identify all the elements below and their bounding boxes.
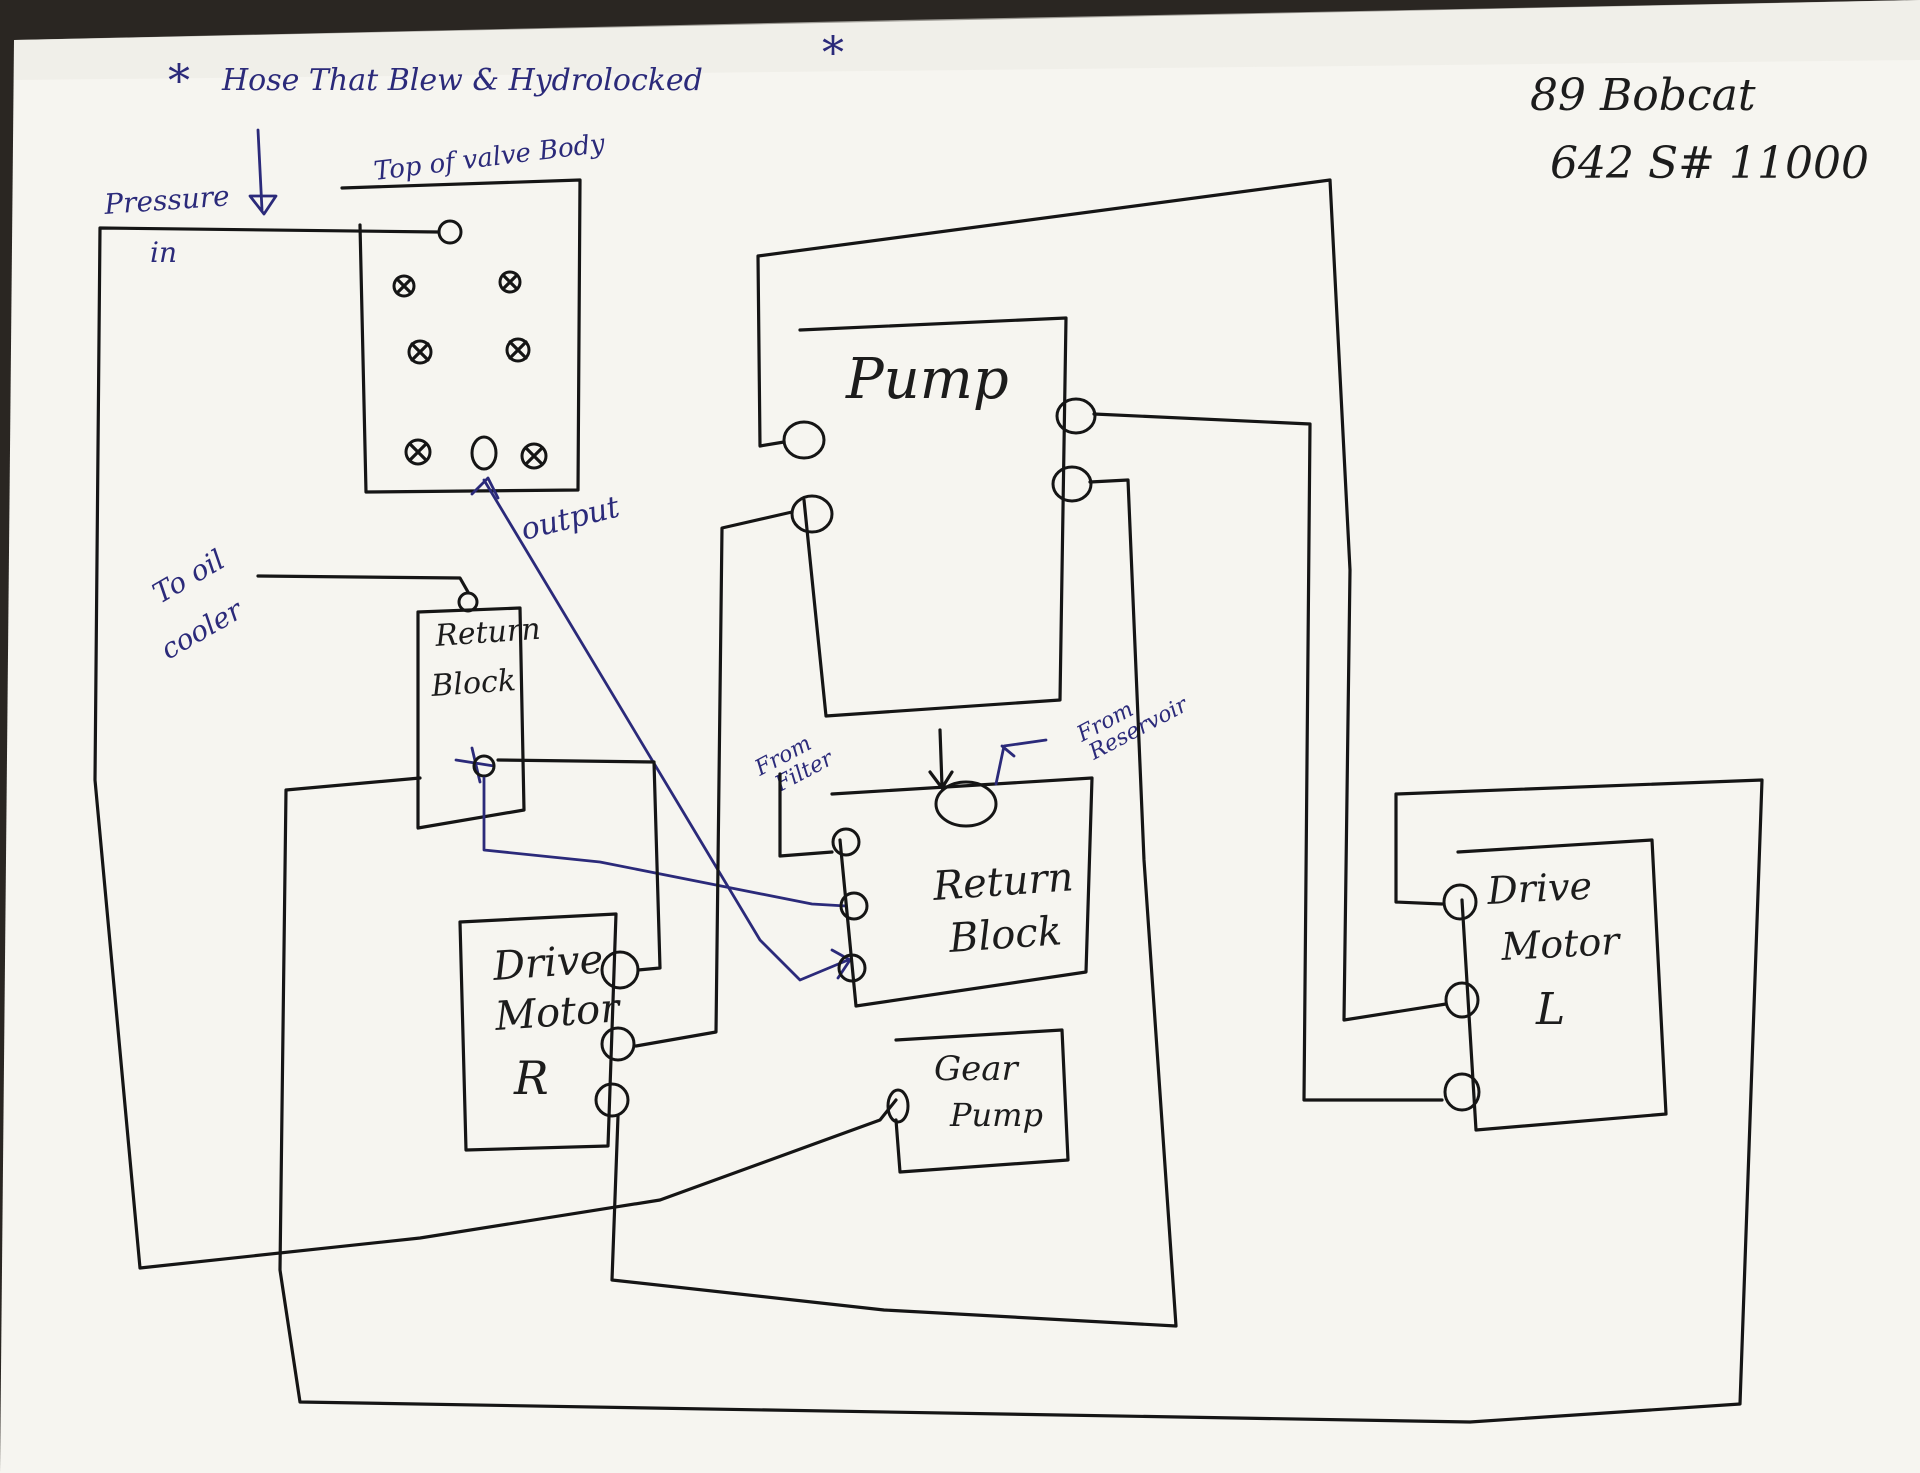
motor-r-label-3: R (513, 1051, 549, 1105)
pump-left-port-1 (782, 420, 826, 460)
large-return-label-1: Return (930, 854, 1074, 910)
drive-motor-r: Drive Motor R (458, 912, 640, 1152)
title-note: * Hose That Blew & Hydrolocked * (168, 28, 844, 107)
drive-motor-l: Drive Motor L (1442, 838, 1668, 1132)
oil-cooler-line (256, 574, 470, 594)
motor-r-label-2: Motor (492, 985, 623, 1040)
hydraulic-hoses (278, 178, 1764, 1424)
gear-pump-port (886, 1088, 910, 1124)
title-note-text: Hose That Blew & Hydrolocked (221, 63, 703, 98)
large-return-block: Return Block (830, 776, 1094, 1008)
motor-l-port-1 (1442, 883, 1478, 921)
small-return-main-port (472, 754, 496, 778)
motor-l-label-1: Drive (1485, 864, 1593, 913)
motor-r-label-1: Drive (490, 936, 604, 990)
motor-l-label-2: Motor (1499, 919, 1623, 969)
motor-l-port-3 (1443, 1072, 1481, 1112)
pump-left-port-2 (790, 494, 834, 534)
reservoir-port (934, 780, 998, 828)
return-mid-port (839, 891, 869, 921)
machine-id: 89 Bobcat 642 S# 11000 (1530, 70, 1869, 189)
return-low-port (837, 953, 867, 983)
gear-pump-label-1: Gear (934, 1049, 1020, 1089)
motor-r-port-3 (594, 1082, 630, 1118)
motor-r-port-2 (600, 1026, 636, 1062)
pump-right-port-1 (1055, 397, 1097, 435)
valve-output-port (470, 435, 498, 471)
blue-return-line (482, 776, 848, 908)
gear-pump: Gear Pump (886, 1028, 1070, 1174)
machine-serial: 642 S# 11000 (1550, 138, 1869, 189)
filter-port (831, 827, 861, 857)
motor-l-label-3: L (1535, 984, 1565, 1035)
valve-ports-plugged (392, 270, 548, 470)
filter-line (778, 772, 834, 858)
motor-l-port-2 (1444, 981, 1480, 1019)
pump-right-port-2 (1051, 465, 1093, 503)
pressure-in-line2: in (150, 236, 177, 269)
machine-model: 89 Bobcat (1530, 70, 1756, 121)
small-return-label-2: Block (429, 663, 517, 704)
gear-pump-label-2: Pump (949, 1096, 1043, 1134)
paper-shadow (14, 0, 1920, 80)
small-return-label-1: Return (433, 612, 542, 654)
pump-block: Pump (782, 316, 1097, 718)
small-return-block: Return Block (416, 591, 542, 830)
reservoir-arrow-blue (994, 738, 1048, 786)
large-return-label-2: Block (946, 908, 1063, 962)
pump-label: Pump (845, 347, 1009, 412)
title-star-right: * (822, 28, 844, 79)
reservoir-arrow (928, 728, 954, 790)
hose-arrow (248, 128, 278, 216)
title-star-left: * (168, 56, 190, 107)
